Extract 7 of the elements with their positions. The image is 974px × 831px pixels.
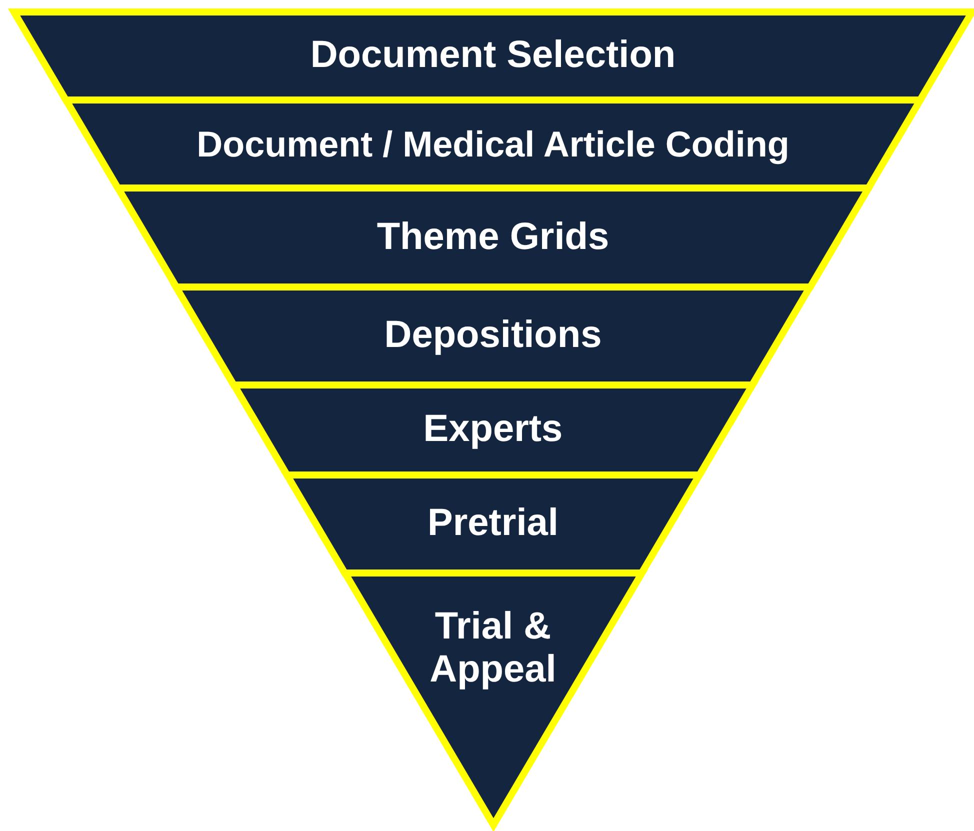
band-label: Document Selection bbox=[310, 34, 676, 78]
band-label: Document / Medical Article Coding bbox=[196, 123, 790, 165]
band-label: Trial & Appeal bbox=[428, 604, 558, 692]
band-label: Depositions bbox=[384, 314, 602, 358]
band-label: Experts bbox=[423, 408, 563, 452]
band-label: Pretrial bbox=[428, 502, 558, 546]
band-label: Theme Grids bbox=[376, 216, 610, 260]
